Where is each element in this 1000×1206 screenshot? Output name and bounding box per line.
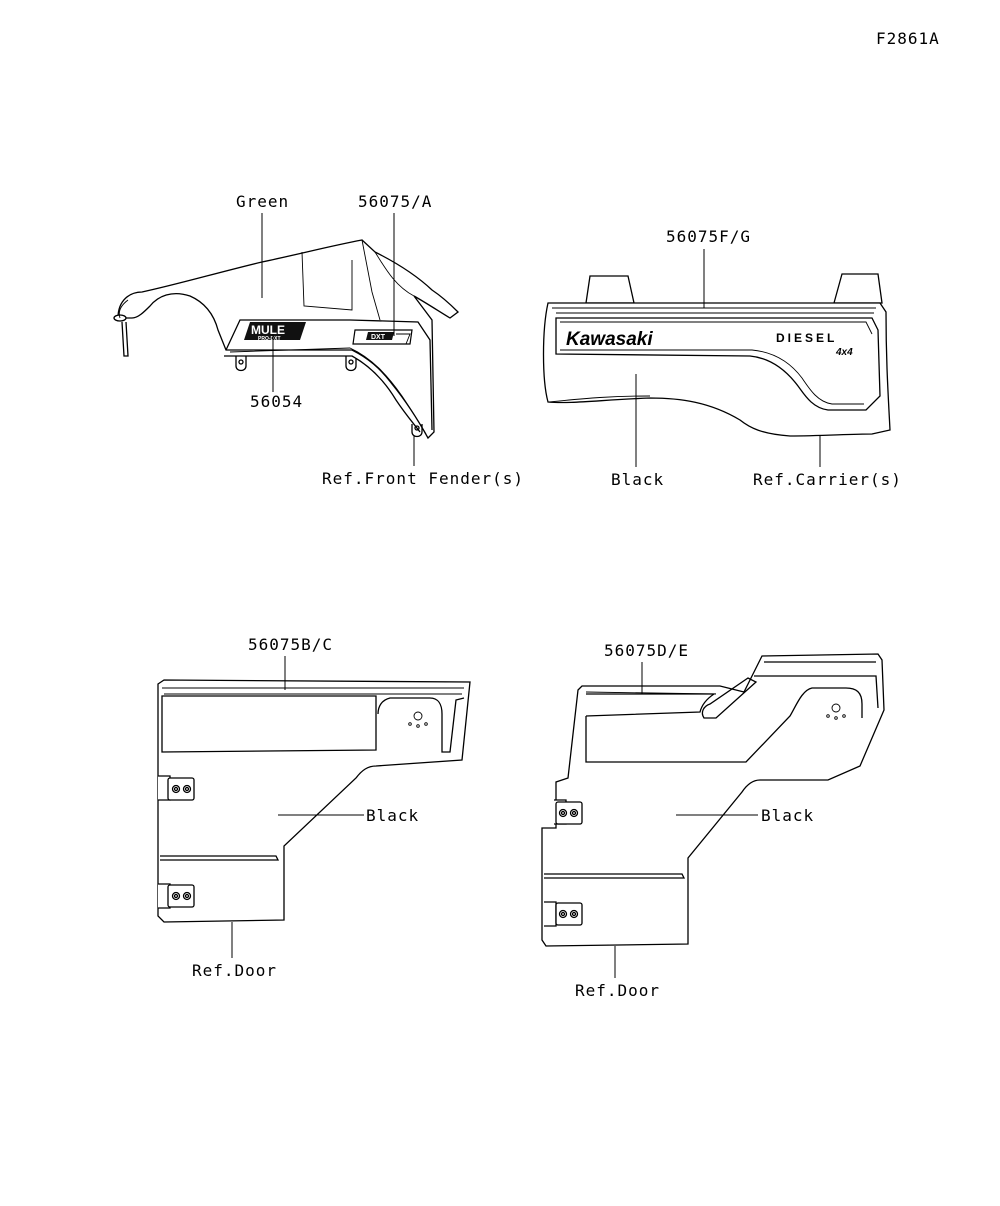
front-fender-ref-label: Ref.Front Fender(s) (322, 469, 524, 488)
right-door-color-label: Black (761, 806, 814, 825)
mule-logo-decal: MULE PRO-DXT (244, 322, 306, 342)
drive-badge-text: 4x4 (835, 347, 853, 358)
kawasaki-logo-text: Kawasaki (566, 329, 653, 350)
right-door-ref-label: Ref.Door (575, 981, 660, 1000)
right-door-drawing (541, 653, 885, 947)
carrier-group: Kawasaki DIESEL 4x4 56075F/G Black Ref.C… (542, 227, 902, 489)
mule-logo-text: MULE (251, 323, 285, 337)
figure-id: F2861A (876, 29, 940, 48)
front-fender-color-label: Green (236, 192, 289, 211)
carrier-ref-label: Ref.Carrier(s) (753, 470, 902, 489)
carrier-color-label: Black (611, 470, 664, 489)
front-fender-part-label: 56075/A (358, 192, 432, 211)
left-door-part-label: 56075B/C (248, 635, 333, 654)
diesel-text: DIESEL (776, 331, 837, 345)
front-fender-drawing: MULE PRO-DXT DXT (113, 239, 459, 440)
carrier-part-label: 56075F/G (666, 227, 751, 246)
right-door-group: 56075D/E Black Ref.Door (541, 641, 885, 1000)
left-door-group: 56075B/C Black Ref.Door (157, 635, 471, 980)
mule-logo-subtext: PRO-DXT (258, 336, 281, 342)
left-door-ref-label: Ref.Door (192, 961, 277, 980)
side-badge-decal: DXT (352, 329, 413, 345)
carrier-drawing: Kawasaki DIESEL 4x4 (542, 273, 891, 437)
side-badge-text: DXT (371, 334, 386, 341)
front-fender-group: MULE PRO-DXT DXT Green 56075/A 56054 Ref… (113, 192, 524, 488)
right-door-part-label: 56075D/E (604, 641, 689, 660)
left-door-color-label: Black (366, 806, 419, 825)
left-door-drawing (157, 679, 471, 923)
front-fender-logo-part-label: 56054 (250, 392, 303, 411)
